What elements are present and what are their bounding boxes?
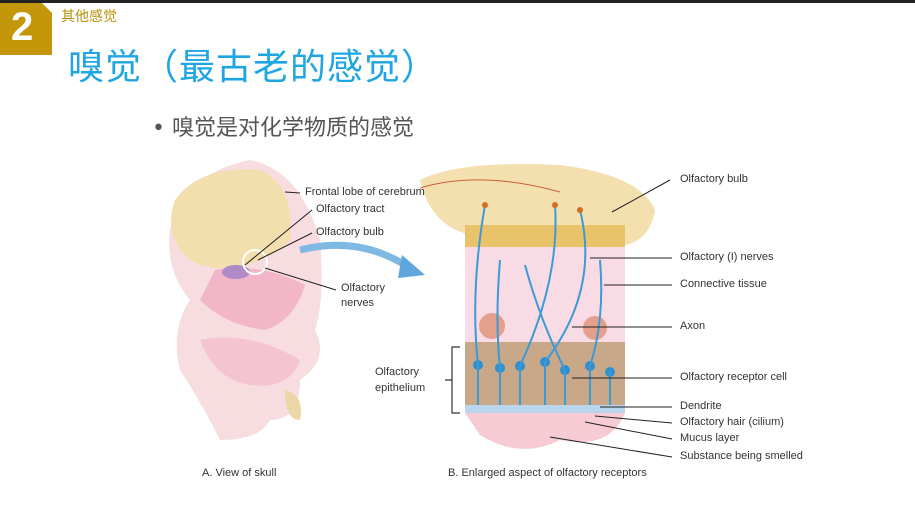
label-substance: Substance being smelled (680, 450, 803, 462)
slide-number-badge: 2 (0, 3, 52, 55)
label-mucus-layer: Mucus layer (680, 432, 740, 444)
label-olfactory-bulb: Olfactory bulb (680, 173, 748, 185)
caption-b: B. Enlarged aspect of olfactory receptor… (448, 467, 647, 479)
epithelium-bracket (445, 346, 460, 414)
bullet-text: • 嗅觉是对化学物质的感觉 (152, 116, 414, 141)
arrow-to-enlargement (299, 241, 412, 271)
label-receptor-cell: Olfactory receptor cell (680, 371, 787, 383)
top-border (0, 0, 915, 3)
label-olfactory-nerves-2: nerves (341, 297, 375, 309)
label-dendrite: Dendrite (680, 400, 722, 412)
label-frontal-lobe: Frontal lobe of cerebrum (305, 186, 425, 198)
olfactory-bulb-shape (420, 164, 655, 245)
slide-title: 嗅觉（最古老的感觉） (68, 47, 439, 88)
label-connective-tissue: Connective tissue (680, 278, 767, 290)
caption-a: A. View of skull (202, 467, 277, 479)
section-label: 其他感觉 (61, 9, 117, 25)
label-olfactory-nerves: Olfactory (I) nerves (680, 251, 774, 263)
label-olfactory-tract: Olfactory tract (316, 203, 385, 215)
label-olfactory-hair: Olfactory hair (cilium) (680, 416, 784, 428)
brain (171, 169, 291, 269)
nasal-cavity (200, 267, 305, 330)
label-olfactory-bulb-left: Olfactory bulb (316, 226, 384, 238)
label-epithelium-1: Olfactory (375, 366, 420, 378)
label-olfactory-nerves-1: Olfactory (341, 282, 386, 294)
label-epithelium-2: epithelium (375, 382, 426, 394)
slide-number: 2 (11, 5, 34, 49)
label-axon: Axon (680, 320, 706, 332)
